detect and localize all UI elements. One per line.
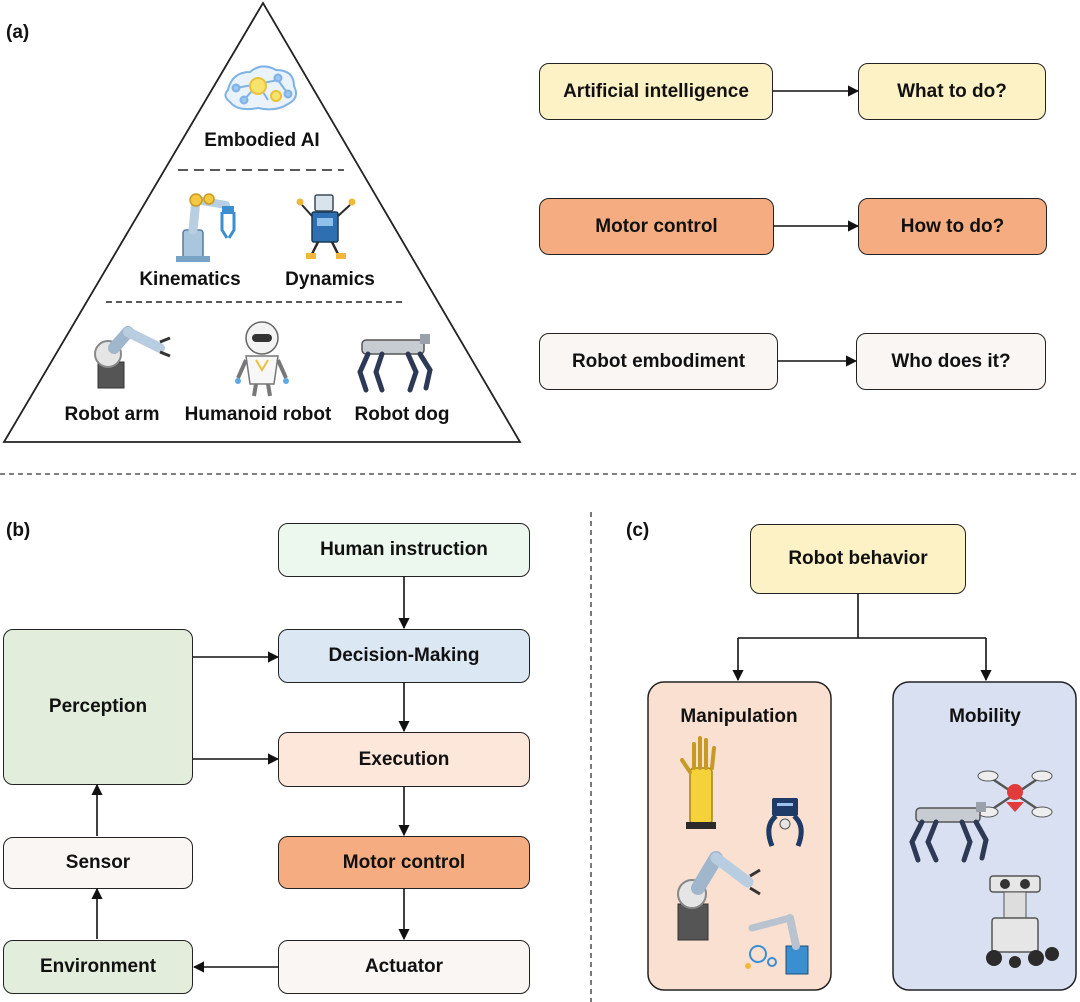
dynamics-robot-icon [296,194,356,259]
actuator-box: Actuator [278,940,530,994]
decision-making-box: Decision-Making [278,629,530,683]
gripper-icon [766,798,804,847]
who-does-it-box: Who does it? [856,333,1046,390]
artificial-intelligence-box: Artificial intelligence [539,63,773,120]
humanoid-robot-icon [235,321,289,397]
humanoid-robot-label: Humanoid robot [184,404,332,425]
motor-control-box: Motor control [278,836,530,889]
kinematics-label: Kinematics [139,269,241,290]
robot-behavior-box: Robot behavior [750,524,966,594]
robot-dog-label: Robot dog [354,404,450,425]
panel-label-b: (b) [6,520,31,541]
embodied-ai-label: Embodied AI [204,130,320,151]
mobility-robot-dog-icon [909,802,989,863]
brain-network-icon [224,65,297,111]
robot-dog-icon [357,334,433,393]
what-to-do-box: What to do? [858,63,1046,120]
environment-box: Environment [3,940,193,994]
how-to-do-box: How to do? [858,198,1047,255]
robot-arm-icon [94,326,171,389]
sensor-box: Sensor [3,837,193,889]
human-instruction-box: Human instruction [278,523,530,577]
dynamics-label: Dynamics [285,269,375,290]
assembly-arm-icon [745,914,809,975]
panel-label-c: (c) [626,520,650,541]
execution-box: Execution [278,732,530,787]
perception-box: Perception [3,629,193,785]
robot-hand-icon [680,736,716,829]
panel-label-a: (a) [6,22,30,43]
wheeled-robot-icon [986,875,1059,968]
manipulation-label: Manipulation [680,706,798,727]
robot-arm-label: Robot arm [64,404,160,425]
kinematics-arm-icon [176,193,236,262]
motor-control-layer-box: Motor control [539,198,774,255]
mobility-label: Mobility [949,706,1021,727]
drone-icon [977,770,1053,818]
robot-embodiment-box: Robot embodiment [539,333,778,390]
industrial-arm-icon [677,851,761,941]
